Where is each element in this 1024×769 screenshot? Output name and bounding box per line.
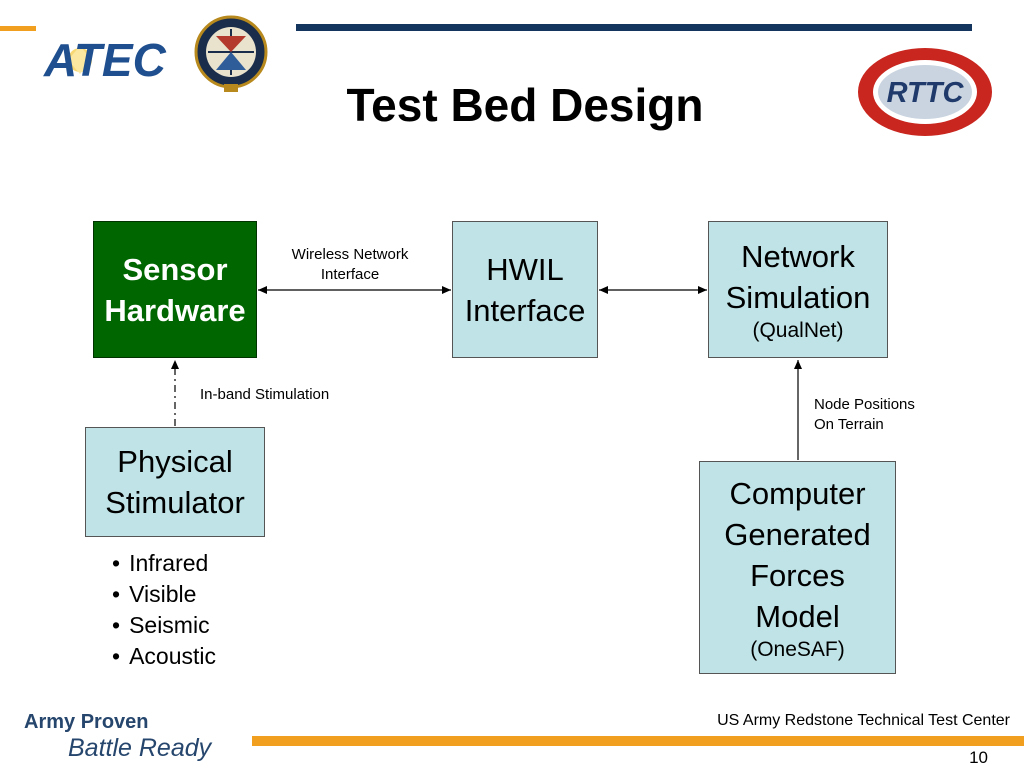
cgf-line4: Model [755, 598, 840, 634]
list-item: Visible [112, 579, 216, 610]
rttc-logo: RTTC [856, 46, 994, 138]
stimuli-list: Infrared Visible Seismic Acoustic [112, 548, 216, 672]
hwil-interface-box: HWIL Interface [452, 221, 598, 358]
slide-title: Test Bed Design [346, 79, 704, 131]
atec-logo-text: ATEC [43, 34, 167, 86]
stimulator-line2: Stimulator [105, 485, 245, 520]
cgf-line3: Forces [750, 557, 845, 593]
list-item: Seismic [112, 610, 216, 641]
hwil-line2: Interface [464, 292, 586, 328]
sensor-hardware-box: Sensor Hardware [93, 221, 257, 358]
wireless-label-line1: Wireless Network [291, 246, 409, 263]
atec-logo: ATEC [40, 26, 190, 88]
sensor-line2: Hardware [104, 292, 246, 328]
sensor-line1: Sensor [122, 251, 228, 287]
cgf-line1: Computer [729, 475, 866, 511]
cgf-model-box: Computer Generated Forces Model (OneSAF) [699, 461, 896, 674]
physical-stimulator-box: Physical Stimulator [85, 427, 265, 537]
inband-label: In-band Stimulation [200, 386, 330, 403]
army-proven-logo: Army Proven Battle Ready [24, 706, 254, 764]
wireless-label: Wireless Network Interface [270, 245, 430, 285]
page-number: 10 [969, 748, 988, 767]
network-line2: Simulation [725, 279, 871, 315]
list-item: Acoustic [112, 641, 216, 672]
network-simulation-box: Network Simulation (QualNet) [708, 221, 888, 358]
header-blue-bar [296, 24, 972, 31]
footer-text: US Army Redstone Technical Test Center [717, 712, 1010, 729]
cgf-sub: (OneSAF) [750, 637, 845, 661]
rttc-logo-text: RTTC [887, 77, 965, 109]
cgf-line2: Generated [724, 516, 871, 552]
node-label-line1: Node Positions [814, 396, 915, 413]
node-label-line2: On Terrain [814, 416, 884, 433]
header-orange-bar [0, 26, 36, 31]
stimulator-line1: Physical [117, 444, 233, 479]
network-line1: Network [741, 238, 855, 274]
network-sub: (QualNet) [752, 318, 844, 342]
army-line2-text: Battle Ready [68, 734, 213, 762]
wireless-label-line2: Interface [320, 266, 380, 283]
footer-orange-bar [252, 736, 1024, 746]
node-positions-label: Node Positions On Terrain [814, 395, 915, 435]
army-line1-text: Army Proven [24, 711, 149, 733]
hwil-line1: HWIL [486, 251, 564, 287]
test-for-the-best-seal [194, 12, 268, 94]
list-item: Infrared [112, 548, 216, 579]
